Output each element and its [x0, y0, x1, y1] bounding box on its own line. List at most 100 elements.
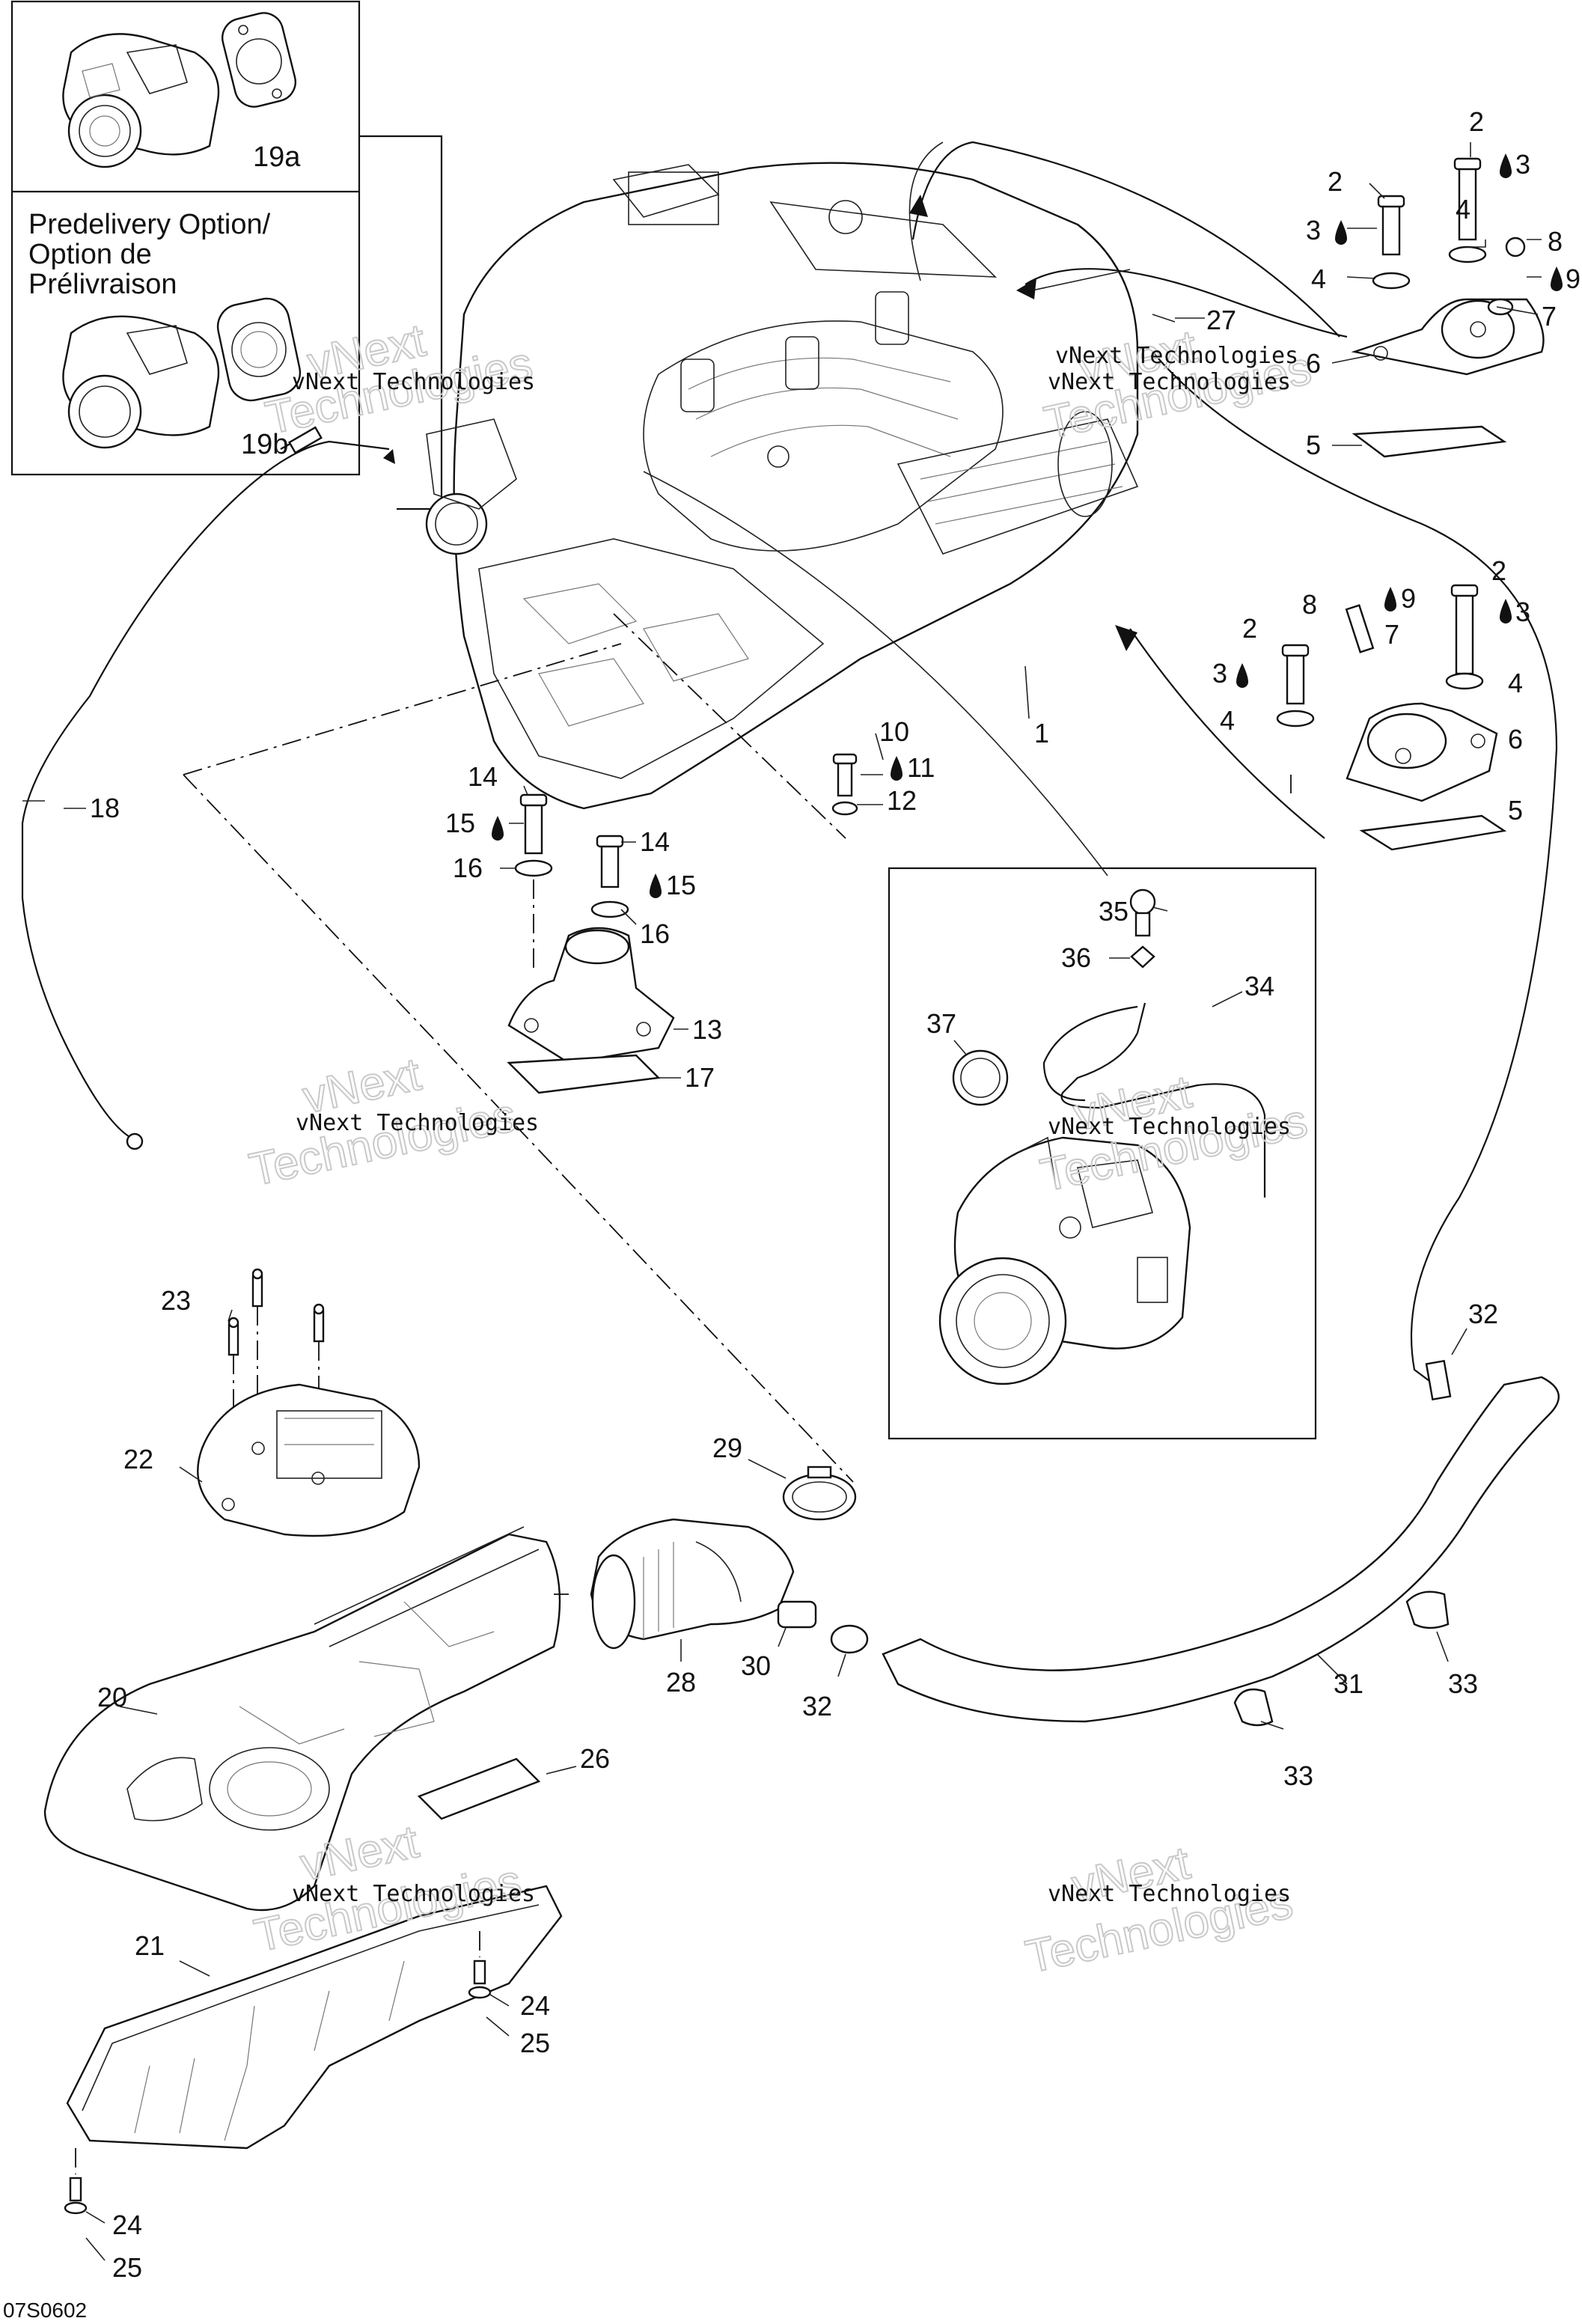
drop-icon [891, 756, 903, 781]
callout: 33 [1283, 1760, 1313, 1791]
drop-icon [1384, 587, 1396, 612]
svg-text:vNext Technologies: vNext Technologies [1055, 343, 1298, 369]
callout: 29 [712, 1433, 742, 1463]
detail-frame [888, 867, 1317, 1440]
lower-right-engine-mount [1276, 584, 1507, 851]
callout: 26 [580, 1743, 610, 1774]
leader-lines [64, 142, 1542, 2261]
drop-icon [1500, 599, 1512, 623]
callout: 4 [1311, 263, 1326, 294]
inset-bracket-line [359, 135, 443, 510]
callout: 18 [90, 793, 120, 823]
air-intake-silencer [43, 1268, 569, 2215]
callout: 2 [1491, 555, 1506, 586]
thread-locker-drop-icons [492, 153, 1563, 898]
callout: 8 [1302, 589, 1317, 620]
callout: 24 [520, 1990, 550, 2021]
callout: 16 [640, 918, 670, 949]
callout: 35 [1099, 896, 1129, 927]
throttle-body-detail-box [888, 867, 1317, 1440]
callout: 28 [666, 1667, 696, 1698]
callout: 1 [1034, 718, 1049, 748]
fitting-30-clamp-32 [777, 1600, 869, 1654]
callout: 4 [1220, 705, 1235, 736]
callout: 3 [1515, 597, 1530, 627]
alignment-line-2 [183, 774, 854, 1483]
svg-text:vNext Technologies: vNext Technologies [292, 1881, 535, 1907]
inset-frame [10, 0, 361, 476]
callout: 8 [1548, 226, 1563, 257]
callout: 4 [1456, 194, 1470, 225]
callout: 3 [1212, 658, 1227, 689]
inset-label-19a: 19a [253, 141, 301, 173]
bolt-10-washer-12 [831, 753, 858, 816]
callout: 7 [1384, 619, 1399, 650]
drop-icon [1236, 663, 1248, 688]
callout: 6 [1306, 348, 1321, 379]
callout: 27 [1206, 305, 1236, 335]
upper-right-engine-mount [1351, 157, 1545, 458]
throttle-body-19b-illustration [62, 297, 302, 449]
clamp-29 [782, 1466, 857, 1521]
svg-text:vNext Technologies: vNext Technologies [296, 1110, 539, 1136]
callout-labels: 2 3 2 3 4 4 8 9 7 6 5 27 2 3 8 9 2 3 7 4… [90, 106, 1581, 2283]
callout: 23 [161, 1285, 191, 1316]
upper-connector-line [1024, 268, 1348, 338]
svg-text:vNext Technologies: vNext Technologies [292, 369, 535, 395]
left-engine-mount [507, 793, 675, 1094]
callout: 4 [1508, 668, 1523, 698]
drop-icon [1551, 266, 1563, 291]
drop-icon [492, 816, 504, 841]
callout: 5 [1306, 430, 1321, 460]
inset-label-19b: 19b [241, 429, 288, 460]
throttle-body-19a-illustration [62, 12, 296, 168]
callout: 9 [1401, 583, 1416, 614]
callout: 12 [887, 785, 917, 816]
callout: 3 [1515, 149, 1530, 180]
callout: 34 [1244, 971, 1274, 1001]
wire-line [643, 471, 1108, 876]
callout: 13 [692, 1014, 722, 1045]
option-inset-box: 19a Predelivery Option/ Option de Préliv… [10, 0, 443, 510]
top-arrow-line [911, 141, 1340, 338]
callout: 7 [1542, 301, 1557, 332]
callout: 17 [685, 1062, 715, 1093]
drain-hose-31 [882, 1359, 1560, 1727]
callout: 22 [123, 1444, 153, 1474]
callout: 2 [1469, 106, 1484, 137]
callout: 25 [112, 2252, 142, 2283]
callout: 30 [741, 1650, 771, 1681]
callout: 36 [1061, 942, 1091, 973]
option-title-line1: Predelivery Option/ [28, 209, 271, 240]
callout: 32 [1468, 1299, 1498, 1329]
callout: 20 [97, 1682, 127, 1712]
option-title-line3: Prélivraison [28, 269, 177, 300]
callout: 32 [802, 1691, 832, 1721]
lower-arrow-line [1129, 628, 1325, 839]
callout: 16 [453, 853, 483, 883]
intake-duct-28 [590, 1518, 795, 1650]
callout: 6 [1508, 724, 1523, 754]
callout: 24 [112, 2209, 142, 2240]
callout: 37 [926, 1008, 956, 1039]
option-title-line2: Option de [28, 239, 152, 270]
sensor-cable-18 [21, 426, 395, 1150]
engine-assembly-illustration [425, 141, 1139, 810]
figure-code: 07S0602 [3, 2299, 87, 2322]
callout: 5 [1508, 795, 1523, 826]
callout: 2 [1328, 166, 1343, 197]
callout: 2 [1242, 613, 1257, 644]
callout: 15 [666, 870, 696, 900]
drop-icon [1500, 153, 1512, 178]
callout: 14 [640, 826, 670, 857]
vent-hose-line [1152, 351, 1558, 1393]
alignment-line-3 [613, 613, 846, 839]
callout: 10 [879, 716, 909, 747]
callout: 25 [520, 2028, 550, 2058]
alignment-line-1 [183, 643, 622, 775]
callout: 14 [468, 761, 498, 792]
drop-icon [1335, 220, 1347, 245]
callout: 11 [907, 752, 935, 783]
drop-icon [650, 873, 662, 898]
